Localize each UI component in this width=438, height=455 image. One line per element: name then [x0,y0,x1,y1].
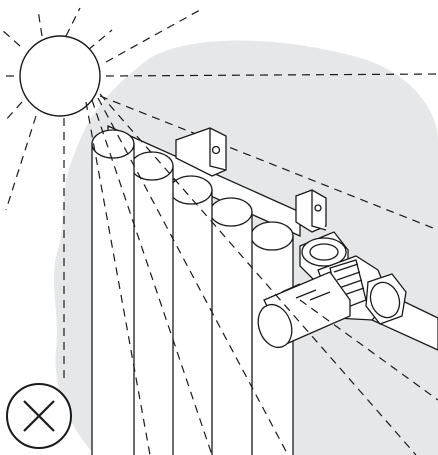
sun-icon [19,35,101,117]
sun-ray [5,115,37,211]
sun-ray [105,9,201,63]
sun-ray [37,9,43,37]
light-beam [97,97,289,455]
light-beam [85,101,151,455]
prohibited-x-icon [6,383,72,449]
sun-ray [87,29,113,51]
sun-ray [65,7,81,37]
light-beam [299,299,438,401]
radiator-column [209,197,253,455]
sun-ray [1,29,21,47]
radiator-column [130,151,174,455]
sun-ray [99,95,438,231]
light-beam [91,99,213,455]
sun-rays [0,7,438,231]
sun-ray [3,101,23,123]
wall-bracket-left [175,127,227,177]
radiator-column [91,129,135,455]
radiator-columns [91,129,294,455]
wall-shadow-notch [200,47,438,200]
thermostatic-valve [257,231,407,349]
wall-bracket-right [295,189,327,233]
light-beam [99,93,417,455]
light-beams [63,93,438,455]
radiator-column [169,175,213,455]
